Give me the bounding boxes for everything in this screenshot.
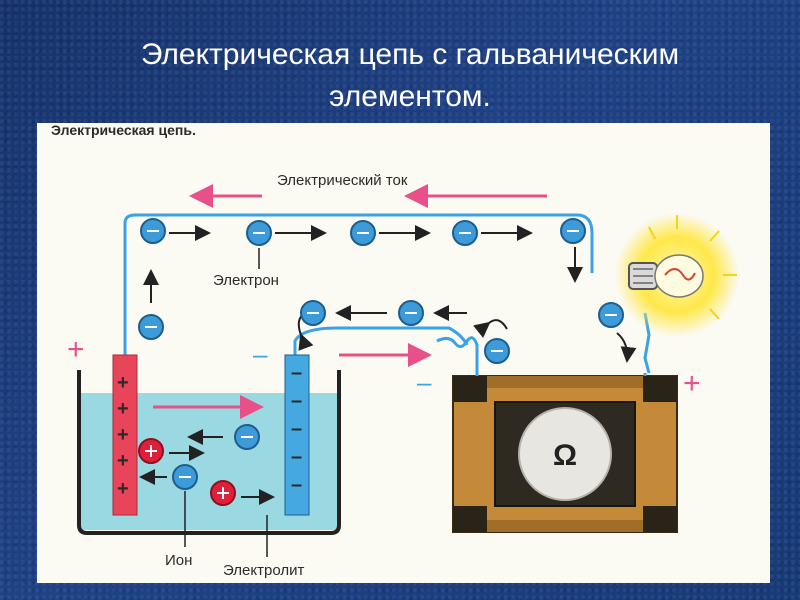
lamp-filament xyxy=(664,268,696,281)
electron-row-top xyxy=(140,218,586,283)
cathode-minus-marks: – – – – – xyxy=(291,362,302,496)
lamp-glass xyxy=(654,254,704,298)
beaker-wall xyxy=(77,370,341,535)
light-bulb xyxy=(615,213,739,337)
resistor-device: Ω xyxy=(452,375,678,533)
ion-label: Ион xyxy=(165,552,192,569)
electron-row-lower xyxy=(297,300,510,364)
top-wire xyxy=(123,213,594,355)
resistor-dial xyxy=(518,407,612,501)
svg-text:–: – xyxy=(291,390,302,412)
resistor-corner xyxy=(643,376,677,402)
resistor-minus-sign: – xyxy=(417,367,432,397)
resistor-corner xyxy=(453,506,487,532)
circuit-diagram: Электрическая цепь. Электрический ток xyxy=(37,123,770,583)
electron-arrow xyxy=(616,332,637,363)
electron-label: Электрон xyxy=(213,272,279,289)
resistor-plus-sign: + xyxy=(683,367,701,400)
cathode-minus-sign: – xyxy=(253,339,268,369)
anode-plus-marks: + + + + + xyxy=(117,372,129,500)
coil-wire xyxy=(436,336,479,376)
svg-text:–: – xyxy=(291,362,302,384)
resistor-corner xyxy=(453,376,487,402)
ions xyxy=(138,424,275,506)
anode-plus-sign: + xyxy=(67,333,85,366)
figure-heading: Электрическая цепь. xyxy=(51,123,196,138)
cathode-electrode xyxy=(284,354,310,516)
svg-text:–: – xyxy=(291,418,302,440)
circuit-diagram-svg: Электрическая цепь. Электрический ток xyxy=(51,123,739,579)
slide-title-line-2: элементом. xyxy=(329,80,491,113)
svg-text:+: + xyxy=(117,478,129,500)
svg-text:+: + xyxy=(117,372,129,394)
electrolyte-label: Электролит xyxy=(223,562,304,579)
svg-text:+: + xyxy=(117,424,129,446)
svg-text:+: + xyxy=(117,398,129,420)
minus-wire xyxy=(293,326,469,355)
svg-text:–: – xyxy=(291,446,302,468)
current-label: Электрический ток xyxy=(277,172,408,189)
omega-symbol: Ω xyxy=(553,439,577,472)
slide-title-line-1: Электрическая цепь с гальваническим xyxy=(140,38,680,71)
lamp-rays xyxy=(648,215,737,320)
electron-arrow xyxy=(473,319,508,338)
slide-title: Электрическая цепь с гальваническим элем… xyxy=(60,34,760,118)
svg-text:–: – xyxy=(291,474,302,496)
resistor-corner xyxy=(643,506,677,532)
anode-electrode xyxy=(112,354,138,516)
svg-text:+: + xyxy=(117,450,129,472)
